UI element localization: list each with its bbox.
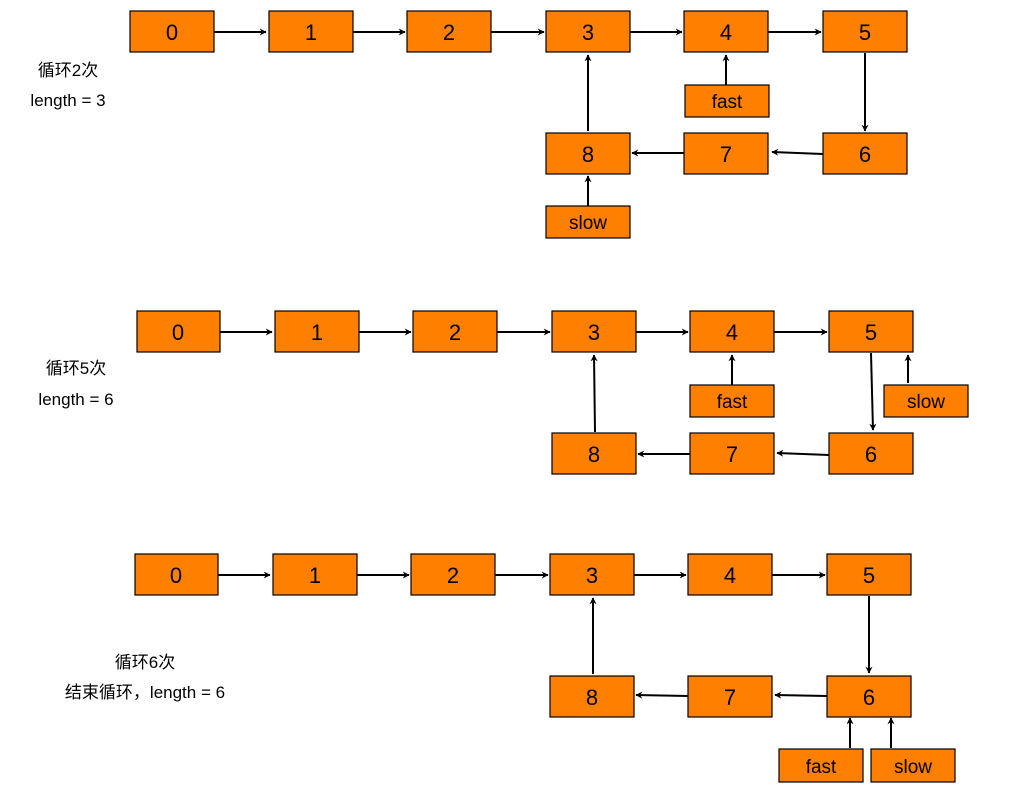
- panel-3-node-8: [549, 675, 635, 718]
- panel-2-edge-5-6: [869, 352, 877, 431]
- panel-2-node-1-label: 1: [311, 320, 323, 345]
- panel-3-node-4-label: 4: [724, 563, 736, 588]
- panel-3-node-1-label: 1: [309, 563, 321, 588]
- panel-1-fast-pointer: [684, 84, 770, 118]
- panel-1-edge-6-7: [771, 148, 824, 156]
- panel-1-node-0-label: 0: [166, 20, 178, 45]
- panel-1-node-2-label: 2: [443, 20, 455, 45]
- panel-2-node-2: [412, 310, 498, 353]
- panel-2-node-0: [136, 310, 221, 353]
- panel-2: 循环5次 length = 6 0 1 2 3 4 5 6 7 8: [38, 310, 969, 475]
- panel-2-node-7: [689, 432, 775, 475]
- panel-3: 循环6次 结束循环，length = 6 0 1 2 3 4 5 6 7 8: [65, 553, 956, 783]
- panel-2-caption-line-2: length = 6: [38, 390, 113, 409]
- panel-2-edge-6-7: [776, 449, 830, 457]
- panel-2-node-4: [689, 310, 775, 353]
- panel-2-slow-pointer: [883, 384, 969, 418]
- panel-1-node-4: [683, 10, 769, 53]
- panel-1-node-0: [129, 10, 215, 53]
- panel-3-node-6-label: 6: [863, 685, 875, 710]
- panel-1-node-1: [268, 10, 354, 53]
- panel-3-fast-pointer: [778, 748, 864, 783]
- panel-1-node-2: [406, 10, 492, 53]
- panel-2-fast-pointer: [689, 384, 775, 418]
- panel-1-node-3: [545, 10, 631, 53]
- panel-3-caption-line-1: 循环6次: [115, 653, 175, 672]
- panel-1-node-6-label: 6: [859, 142, 871, 167]
- panel-2-node-0-label: 0: [172, 320, 184, 345]
- panel-1-node-5: [822, 10, 908, 53]
- panel-1-node-7-label: 7: [720, 142, 732, 167]
- panel-3-node-1: [272, 553, 358, 596]
- panel-1-fast-label: fast: [712, 92, 743, 113]
- panel-3-node-0-label: 0: [170, 563, 182, 588]
- panel-1-slow-label: slow: [569, 213, 607, 234]
- panel-3-node-2-label: 2: [447, 563, 459, 588]
- panel-1-node-4-label: 4: [720, 20, 732, 45]
- panel-1-node-8-label: 8: [582, 142, 594, 167]
- panel-2-node-8: [551, 432, 637, 475]
- panel-2-node-4-label: 4: [726, 320, 738, 345]
- panel-1-node-1-label: 1: [305, 20, 317, 45]
- panel-2-slow-label: slow: [907, 392, 945, 413]
- panel-2-node-7-label: 7: [726, 442, 738, 467]
- panel-2-node-2-label: 2: [449, 320, 461, 345]
- panel-3-node-6: [826, 675, 912, 718]
- panel-1-node-7: [683, 132, 769, 175]
- panel-1-node-8: [545, 132, 631, 175]
- panel-3-node-2: [410, 553, 496, 596]
- panel-1-node-3-label: 3: [582, 20, 594, 45]
- panel-1-node-6: [822, 132, 908, 175]
- panel-3-node-5: [826, 553, 912, 596]
- panel-2-edge-8-3: [590, 354, 598, 433]
- panel-3-edge-6-7: [774, 691, 828, 699]
- panel-2-node-1: [274, 310, 360, 353]
- panel-2-node-5-label: 5: [865, 320, 877, 345]
- panel-2-node-5: [828, 310, 914, 353]
- panel-3-node-7: [687, 675, 773, 718]
- panel-1-slow-pointer: [545, 205, 631, 239]
- panel-3-caption-line-2: 结束循环，length = 6: [65, 683, 225, 702]
- panel-3-node-4: [687, 553, 773, 596]
- panel-3-node-8-label: 8: [586, 685, 598, 710]
- panel-3-node-7-label: 7: [724, 685, 736, 710]
- panel-1-caption-line-2: length = 3: [30, 91, 105, 110]
- panel-3-slow-label: slow: [894, 757, 932, 778]
- panel-2-node-8-label: 8: [588, 442, 600, 467]
- panel-2-node-6: [828, 432, 914, 475]
- panel-1-node-5-label: 5: [859, 20, 871, 45]
- panel-3-node-0: [134, 553, 219, 596]
- panel-2-node-6-label: 6: [865, 442, 877, 467]
- panel-1: 循环2次 length = 3 0 1 2 3 4 5 6 7 8: [30, 10, 908, 239]
- panel-3-fast-label: fast: [806, 757, 837, 778]
- panel-3-slow-pointer: [870, 748, 956, 783]
- panel-2-caption-line-1: 循环5次: [46, 359, 106, 378]
- panel-3-node-5-label: 5: [863, 563, 875, 588]
- panel-2-node-3-label: 3: [588, 320, 600, 345]
- panel-2-fast-label: fast: [717, 392, 748, 413]
- panel-1-caption-line-1: 循环2次: [38, 61, 98, 80]
- panel-3-edge-7-8: [635, 691, 689, 699]
- panel-3-node-3: [549, 553, 635, 596]
- panel-3-node-3-label: 3: [586, 563, 598, 588]
- panel-2-node-3: [551, 310, 637, 353]
